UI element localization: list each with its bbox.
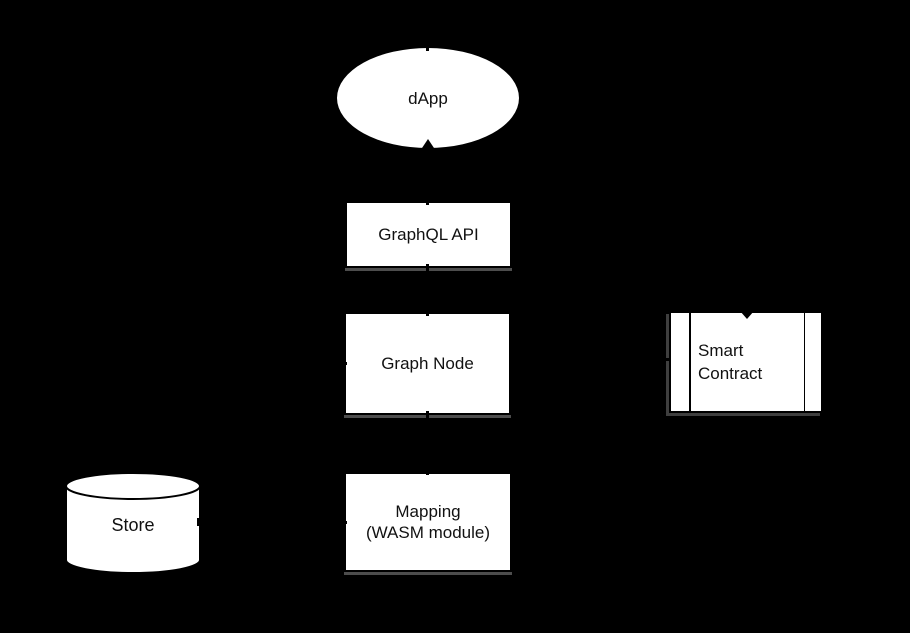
- connector-stub-store-right: [197, 518, 204, 526]
- arrowhead-into-smart-contract-icon: [740, 311, 754, 319]
- node-label-line2: Contract: [698, 364, 763, 383]
- node-label-line1: Smart: [698, 341, 744, 360]
- node-graphql-api: GraphQL API: [345, 201, 512, 268]
- subroutine-bar-right: [803, 313, 805, 411]
- node-dapp: dApp: [336, 47, 520, 149]
- connector-stub-graphnode-top: [426, 308, 429, 316]
- node-label: Graph Node: [381, 354, 474, 373]
- connector-stub-graphql-top: [426, 197, 429, 205]
- connector-stub-mapping-top: [426, 467, 429, 475]
- node-label: dApp: [408, 88, 448, 108]
- node-mapping: Mapping (WASM module): [344, 472, 512, 572]
- subroutine-bar-left: [689, 313, 691, 411]
- connector-stub-graphnode-left: [340, 362, 347, 365]
- connector-stub-smart-contract-left: [664, 358, 671, 361]
- node-label-line1: Mapping: [395, 502, 461, 521]
- connector-stub-mapping-left: [340, 521, 347, 524]
- node-graph-node: Graph Node: [344, 312, 511, 415]
- node-label: Mapping (WASM module): [366, 501, 490, 543]
- node-store: Store: [64, 471, 202, 575]
- connector-stub-graphnode-bottom: [426, 411, 429, 418]
- node-label: Store: [111, 515, 155, 535]
- connector-stub-dapp-top: [426, 44, 429, 51]
- node-smart-contract: Smart Contract: [669, 311, 823, 413]
- node-label: Smart Contract: [671, 339, 762, 385]
- cylinder-shape: [65, 472, 201, 574]
- arrowhead-into-dapp-icon: [422, 139, 434, 148]
- node-label: GraphQL API: [378, 225, 479, 244]
- node-label-line2: (WASM module): [365, 523, 491, 542]
- connector-stub-graphql-bottom: [426, 264, 429, 272]
